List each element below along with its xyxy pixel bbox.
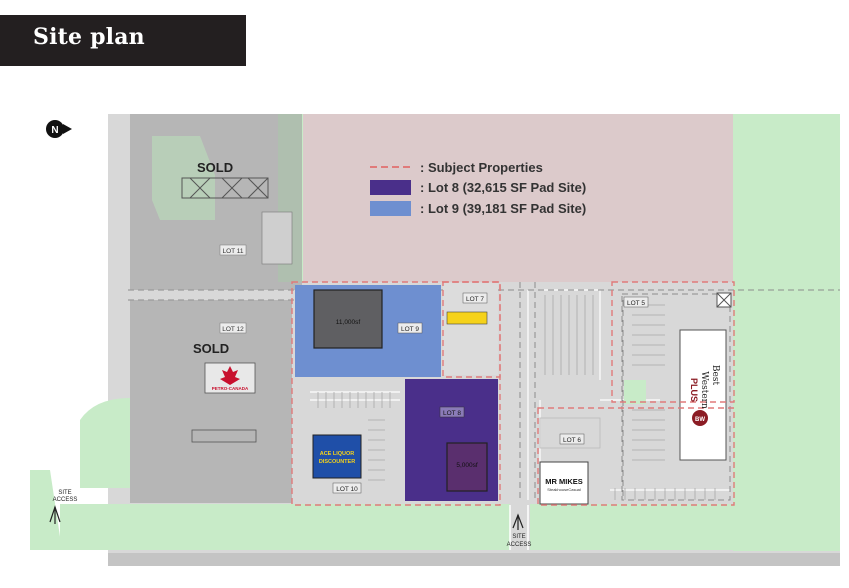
green-patch-far-left [30, 470, 62, 550]
subject-outlines [291, 281, 735, 506]
lot8-building [446, 442, 488, 492]
site-access-bottom-1: SITE [512, 534, 525, 540]
lot6-planter [539, 417, 601, 449]
mr-mikes-label-2: SteakhouseCasual [547, 487, 581, 492]
lot10-label-box [332, 482, 362, 494]
lot10-label: LOT 10 [336, 486, 358, 493]
lot7-sign [446, 311, 488, 325]
best-western-label-2: Western [699, 371, 709, 409]
site-access-bottom-2: ACCESS [507, 542, 532, 548]
lot12-label: LOT 12 [222, 326, 244, 333]
legend-lot8-label: : Lot 8 (32,615 SF Pad Site) [420, 180, 586, 195]
lot8-label-box [439, 406, 465, 418]
lot11-label-box [219, 244, 247, 256]
lot5-corner-x2 [716, 292, 732, 308]
sold-area-mid [130, 300, 292, 503]
mr-mikes-label-1: MR MIKES [545, 477, 583, 486]
ace-liquor-building [312, 434, 362, 479]
legend-lot8-swatch [370, 180, 411, 195]
mr-mikes-building [539, 461, 589, 505]
parking-stalls [317, 295, 716, 500]
legend-lot9-swatch [370, 201, 411, 216]
lot9-label-box [397, 322, 423, 334]
page-title: Site plan [33, 24, 145, 50]
petro-canada-leaf-icon [220, 366, 240, 385]
lot5-label: LOT 5 [627, 300, 645, 307]
site-access-left-1: SITE [58, 490, 71, 496]
lot7-label-box [462, 292, 488, 304]
lot12-label-box [219, 322, 247, 334]
sold-mid-label: SOLD [193, 341, 229, 356]
lot11-building [261, 211, 293, 265]
lot6-label: LOT 6 [563, 437, 581, 444]
lot9-building-size: 11,000sf [336, 319, 361, 326]
site-access-left-2: ACCESS [53, 497, 78, 503]
green-strip-bottom-right [530, 504, 840, 550]
lot8-label: LOT 8 [443, 410, 461, 417]
best-western-logo-text: BW [695, 417, 705, 423]
pink-block [303, 114, 733, 282]
lot8-building-size: 5,000sf [456, 462, 478, 469]
north-arrow-tip [63, 124, 72, 134]
lot6-label-box [559, 433, 585, 445]
lot5-label-box [623, 296, 649, 308]
title-bar: Site plan [0, 15, 246, 66]
bottom-road [108, 553, 840, 566]
best-western-label-group: Best Western PLUS [689, 365, 720, 409]
best-western-label-1: Best [710, 365, 720, 386]
green-patch-left [80, 398, 130, 488]
sold-top-canopy [181, 177, 269, 199]
lot11-label: LOT 11 [222, 248, 243, 255]
green-strip-bottom-left [60, 504, 510, 550]
best-western-label-3: PLUS [689, 378, 699, 402]
ace-liquor-label-2: DISCOUNTER [319, 459, 355, 465]
sold-top-label: SOLD [197, 160, 233, 175]
legend-subject-label: : Subject Properties [420, 160, 543, 175]
petro-canada-label: PETRO-CANADA [212, 386, 249, 391]
north-label: N [51, 125, 58, 136]
lot9-label: LOT 9 [401, 326, 419, 333]
legend-lot9-label: : Lot 9 (39,181 SF Pad Site) [420, 201, 586, 216]
ace-liquor-label-1: ACE LIQUOR [320, 451, 355, 457]
petro-canopy [191, 429, 257, 443]
lot9-building [313, 289, 383, 349]
best-western-logo-icon [692, 410, 708, 426]
lot7-label: LOT 7 [466, 296, 484, 303]
green-area-top-right [733, 114, 840, 551]
north-arrow-circle [46, 120, 64, 138]
best-western-building [679, 329, 727, 461]
green-median [624, 380, 646, 404]
